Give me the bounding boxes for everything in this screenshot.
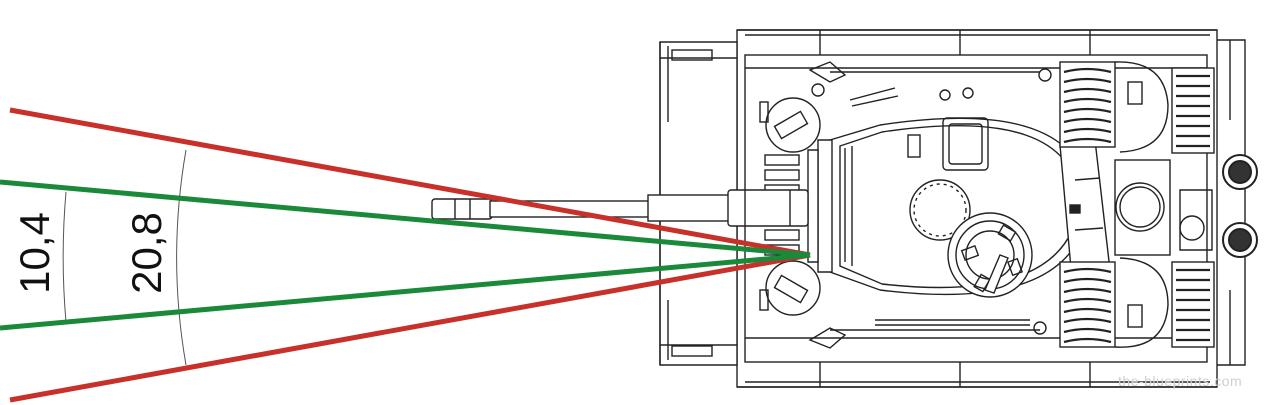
watermark: the-blueprints.com	[1118, 373, 1243, 389]
outer-limit-line-bottom	[9, 252, 811, 403]
outer-angle-arc	[176, 149, 187, 366]
inner-angle-label: 10,4	[11, 212, 58, 294]
outer-limit-line-top	[9, 107, 811, 258]
traverse-lines	[0, 107, 811, 403]
turret	[807, 87, 1111, 298]
inner-limit-line-top	[0, 179, 811, 258]
front-hatches	[759, 97, 821, 316]
engine-deck	[1059, 61, 1215, 348]
deck-tools	[808, 61, 1052, 349]
exhausts	[1222, 154, 1258, 258]
angle-arcs	[62, 149, 187, 366]
inner-angle-arc	[62, 191, 67, 323]
outer-angle-label: 20,8	[123, 212, 170, 294]
inner-limit-line-bottom	[0, 252, 811, 331]
